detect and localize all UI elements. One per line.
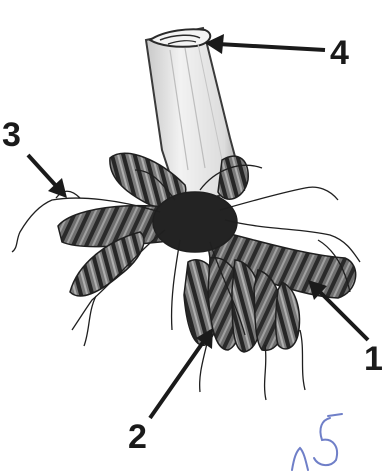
arrow-2 (150, 328, 213, 418)
callout-label-3: 3 (2, 116, 21, 154)
arrow-3 (28, 155, 67, 198)
handwritten-mark (292, 414, 342, 470)
callout-label-4: 4 (330, 34, 349, 72)
arrow-4 (205, 34, 325, 54)
callout-label-1: 1 (364, 340, 383, 378)
callout-label-2: 2 (128, 418, 147, 456)
